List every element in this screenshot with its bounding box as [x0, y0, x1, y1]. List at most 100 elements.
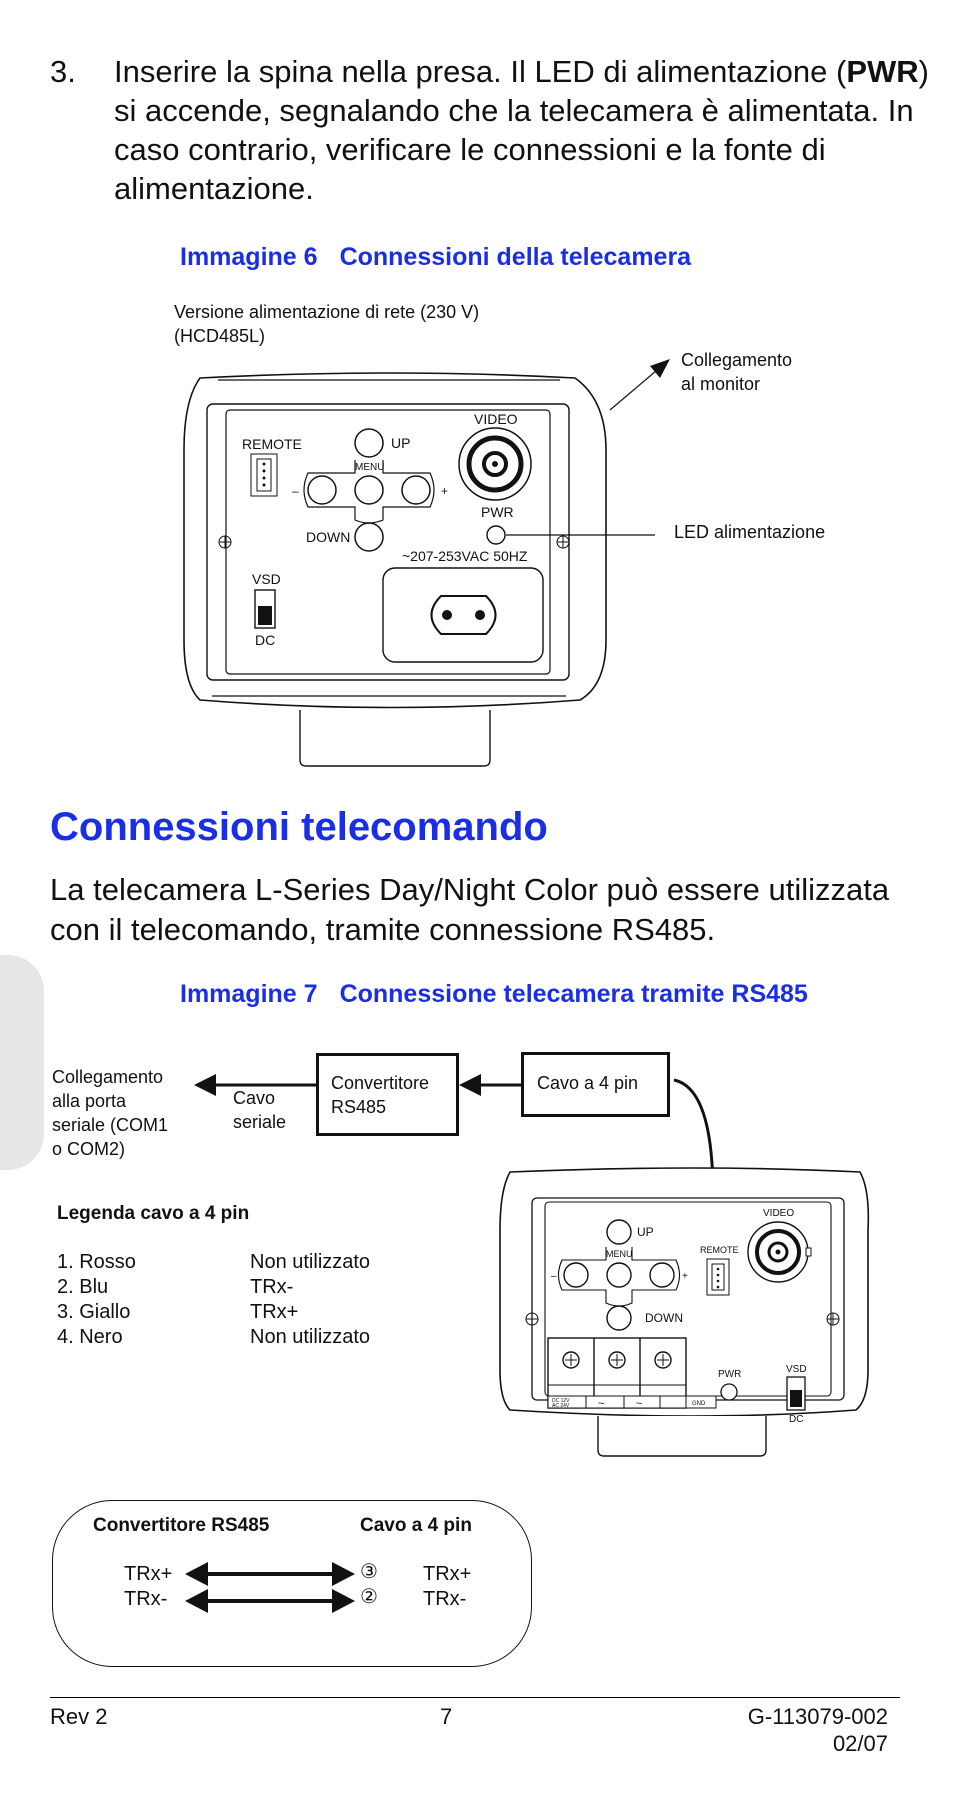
label-line: o COM2)	[52, 1139, 126, 1159]
terminal-screw-icon	[654, 1351, 672, 1369]
legend-use: TRx+	[250, 1301, 299, 1323]
section-intro: La telecamera L-Series Day/Night Color p…	[50, 872, 890, 947]
wire-label: TRx+	[124, 1563, 173, 1585]
screw-icon	[218, 535, 232, 549]
label-line: seriale	[233, 1112, 287, 1132]
up-label: UP	[637, 1225, 654, 1239]
up-button	[354, 428, 384, 458]
step-text-part: ) si accende, segnalando che la telecame…	[114, 54, 929, 206]
minus-label: –	[292, 484, 299, 498]
camera-stand	[597, 1416, 767, 1457]
screw-icon	[525, 1312, 539, 1326]
minus-button	[563, 1262, 589, 1288]
footer-rule	[50, 1697, 900, 1698]
callout-line: Collegamento	[681, 350, 793, 370]
screw-icon	[826, 1312, 840, 1326]
menu-label: MENU	[606, 1249, 633, 1259]
arrow-right-icon	[332, 1562, 355, 1586]
wire-label: TRx-	[124, 1588, 168, 1610]
pin-number: ②	[360, 1586, 378, 1608]
label-line: Cavo	[233, 1088, 276, 1108]
terminal-screw-icon	[608, 1351, 626, 1369]
wiring-right-labels: TRx+ TRx-	[423, 1562, 471, 1612]
terminal-label: GND	[692, 1401, 706, 1407]
bnc-video-connector	[747, 1221, 812, 1283]
wiring-pin-numbers: ③ ②	[360, 1560, 378, 1610]
callout-line: al monitor	[681, 374, 761, 394]
four-pin-cable-box: Cavo a 4 pin	[521, 1052, 670, 1117]
wire-label: TRx+	[423, 1563, 472, 1585]
plus-button	[649, 1262, 675, 1288]
legend-pin: 1. Rosso	[57, 1251, 136, 1273]
pwr-led	[720, 1383, 738, 1401]
legend-pin: 4. Nero	[57, 1326, 123, 1348]
video-label: VIDEO	[763, 1208, 794, 1219]
minus-label: –	[551, 1271, 557, 1282]
camera-stand	[299, 710, 491, 767]
menu-label: MENU	[355, 462, 384, 473]
plus-label: +	[441, 484, 448, 498]
screw-icon	[556, 535, 570, 549]
serial-port-label: Collegamento alla porta seriale (COM1 o …	[52, 1065, 202, 1161]
footer-revision: Rev 2	[50, 1704, 108, 1729]
terminal-label: ~	[598, 1398, 604, 1410]
pwr-label: PWR	[718, 1369, 741, 1380]
arrow-icon	[650, 359, 670, 378]
legend-use: Non utilizzato	[250, 1251, 371, 1273]
wire-label: TRx-	[423, 1588, 467, 1610]
terminal-label: DC 12V	[552, 1398, 570, 1404]
menu-button	[354, 475, 384, 505]
figure-title: Connessione telecamera tramite RS485	[339, 980, 808, 1008]
remote-connector	[250, 453, 278, 497]
remote-label: REMOTE	[700, 1245, 739, 1255]
step-text-bold: PWR	[846, 54, 919, 89]
legend-row: 1. Rosso Non utilizzato	[57, 1250, 397, 1275]
wiring-arrows	[185, 1562, 355, 1613]
label-line: Convertitore	[331, 1073, 430, 1093]
legend-row: 3. Giallo TRx+	[57, 1300, 397, 1325]
doc-date: 02/07	[832, 1731, 888, 1756]
label-line: alla porta	[52, 1091, 127, 1111]
down-label: DOWN	[306, 529, 350, 545]
camera-rear-diagram: REMOTE UP MENU – + DOWN VIDEO PWR ~207-2…	[183, 359, 670, 767]
doc-number: G-113079-002	[747, 1704, 888, 1729]
legend-title: Legenda cavo a 4 pin	[57, 1203, 250, 1224]
dc-label: DC	[789, 1414, 803, 1425]
version-line: Versione alimentazione di rete (230 V)	[174, 302, 480, 322]
bnc-video-connector	[458, 427, 532, 501]
rs485-diagram: UP MENU – + DOWN REMOTE VIDEO DC 12V AC …	[194, 1074, 870, 1457]
pin-number: ③	[360, 1561, 378, 1583]
arrow-right-icon	[332, 1589, 355, 1613]
arrow-left-icon	[185, 1589, 208, 1613]
arrow-left-icon	[185, 1562, 208, 1586]
legend-pin: 3. Giallo	[57, 1301, 131, 1323]
terminal-label: ~	[636, 1398, 642, 1410]
legend-use: TRx-	[250, 1276, 294, 1298]
legend-row: 4. Nero Non utilizzato	[57, 1325, 397, 1350]
legend-use: Non utilizzato	[250, 1326, 371, 1348]
minus-button	[307, 475, 337, 505]
down-button	[354, 522, 384, 552]
down-button	[606, 1305, 632, 1331]
legend-row: 2. Blu TRx-	[57, 1275, 397, 1300]
legend-pin: 2. Blu	[57, 1276, 109, 1298]
terminal-screw-icon	[562, 1351, 580, 1369]
model-line: (HCD485L)	[174, 326, 266, 346]
voltage-label: ~207-253VAC 50HZ	[402, 548, 528, 564]
vsd-label: VSD	[786, 1364, 807, 1375]
pwr-led	[486, 525, 506, 545]
figure-6-caption: Immagine 6 Connessioni della telecamera	[180, 243, 691, 272]
side-tab	[0, 955, 44, 1170]
figure-title: Connessioni della telecamera	[339, 243, 692, 271]
version-label: Versione alimentazione di rete (230 V) (…	[174, 300, 479, 348]
plus-label: +	[682, 1271, 688, 1282]
up-label: UP	[391, 435, 410, 451]
footer-doc-id: G-113079-002 02/07	[748, 1703, 888, 1757]
wiring-box	[52, 1500, 532, 1667]
section-title: Connessioni telecomando	[50, 805, 548, 849]
figure-number: Immagine 6	[180, 243, 318, 271]
monitor-callout: Collegamento al monitor	[681, 348, 792, 396]
pwr-label: PWR	[481, 504, 514, 520]
rs485-converter-box: Convertitore RS485	[316, 1053, 459, 1136]
